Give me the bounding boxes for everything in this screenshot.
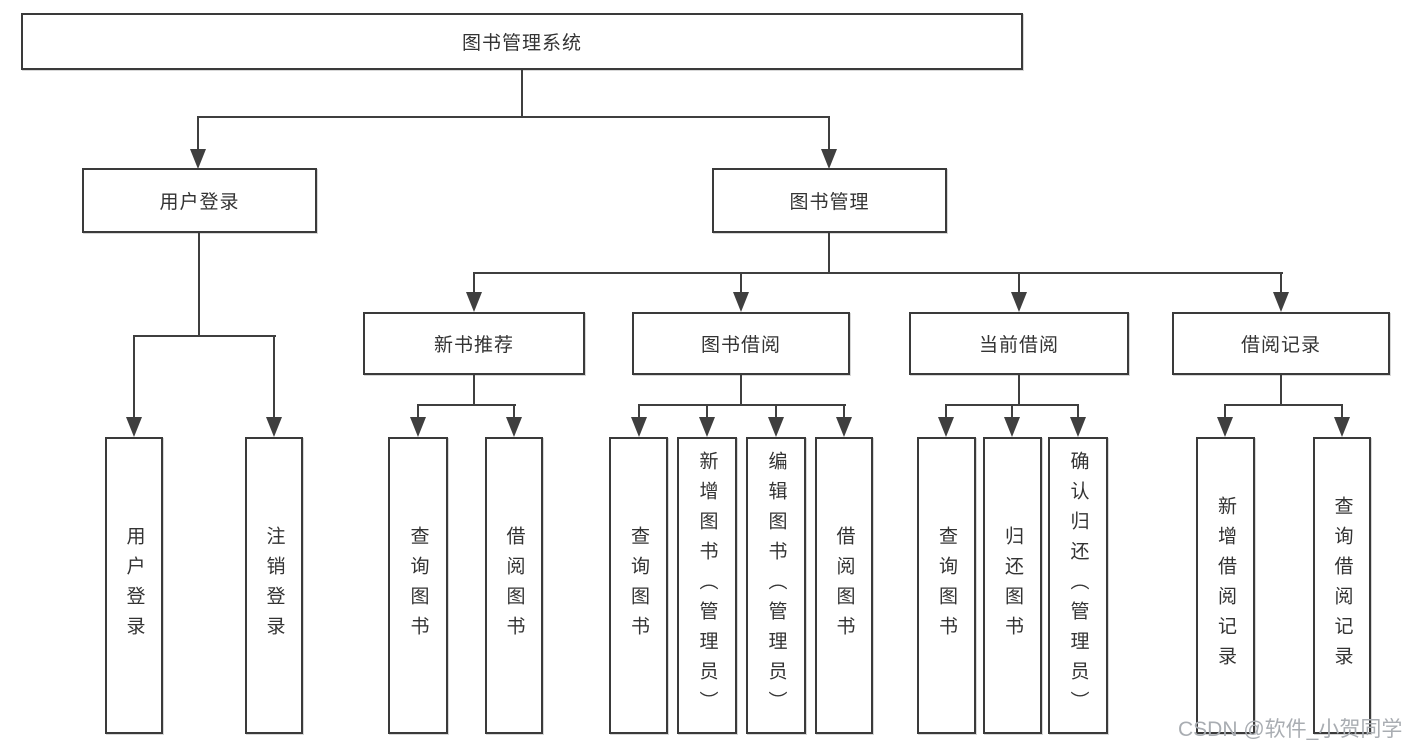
connector-line: [1280, 375, 1282, 406]
node-borrow-records: 借阅记录: [1172, 312, 1390, 375]
node-current-borrow: 当前借阅: [909, 312, 1129, 375]
leaf-return-books: 归还图书: [983, 437, 1042, 734]
connector-line: [775, 404, 777, 419]
connector-line: [417, 404, 419, 419]
arrow-down-icon: [938, 417, 954, 437]
arrow-down-icon: [410, 417, 426, 437]
connector-line: [133, 335, 276, 337]
leaf-user-login: 用户登录: [105, 437, 163, 734]
connector-line: [198, 233, 200, 337]
node-label: 归还图书: [1002, 525, 1023, 646]
node-label: 图书管理: [789, 192, 870, 213]
arrow-down-icon: [126, 417, 142, 437]
leaf-confirm-return-admin: 确认归还（管理员）: [1048, 437, 1108, 734]
node-book-management: 图书管理: [712, 168, 947, 233]
connector-line: [197, 116, 199, 151]
arrow-down-icon: [836, 417, 852, 437]
node-library-system: 图书管理系统: [21, 13, 1023, 70]
connector-line: [1018, 375, 1020, 406]
connector-line: [273, 335, 275, 419]
arrow-down-icon: [506, 417, 522, 437]
connector-line: [473, 272, 1283, 274]
node-label: 注销登录: [263, 525, 285, 646]
connector-line: [1011, 404, 1013, 419]
leaf-borrow-books-recommend: 借阅图书: [485, 437, 543, 734]
connector-line: [513, 404, 515, 419]
node-label: 借阅图书: [503, 525, 525, 646]
node-new-book-recommend: 新书推荐: [363, 312, 585, 375]
connector-line: [1224, 404, 1343, 406]
arrow-down-icon: [699, 417, 715, 437]
arrow-down-icon: [466, 292, 482, 312]
node-label: 用户登录: [123, 525, 145, 646]
node-label: 新书推荐: [433, 335, 514, 356]
node-label: 图书管理系统: [461, 33, 582, 54]
node-label: 借阅图书: [833, 525, 855, 646]
leaf-query-books-current: 查询图书: [917, 437, 976, 734]
leaf-borrow-books: 借阅图书: [815, 437, 873, 734]
arrow-down-icon: [821, 149, 837, 169]
connector-line: [638, 404, 846, 406]
node-label: 用户登录: [159, 192, 240, 213]
leaf-query-books-recommend: 查询图书: [388, 437, 448, 734]
connector-line: [417, 404, 516, 406]
arrow-down-icon: [768, 417, 784, 437]
connector-line: [1224, 404, 1226, 419]
node-label: 确认归还（管理员）: [1067, 450, 1089, 721]
leaf-add-borrow-record: 新增借阅记录: [1196, 437, 1255, 734]
connector-line: [706, 404, 708, 419]
connector-line: [197, 116, 830, 118]
connector-line: [1341, 404, 1343, 419]
node-label: 当前借阅: [978, 335, 1059, 356]
node-label: 查询图书: [936, 525, 957, 646]
leaf-query-borrow-record: 查询借阅记录: [1313, 437, 1371, 734]
arrow-down-icon: [1273, 292, 1289, 312]
leaf-add-book-admin: 新增图书（管理员）: [677, 437, 737, 734]
node-book-borrow: 图书借阅: [632, 312, 850, 375]
arrow-down-icon: [1004, 417, 1020, 437]
node-label: 查询图书: [628, 525, 649, 646]
arrow-down-icon: [1011, 292, 1027, 312]
node-label: 新增借阅记录: [1215, 495, 1236, 676]
arrow-down-icon: [266, 417, 282, 437]
connector-line: [473, 272, 475, 296]
connector-line: [1077, 404, 1079, 419]
node-label: 查询借阅记录: [1331, 495, 1353, 676]
arrow-down-icon: [1217, 417, 1233, 437]
node-label: 新增图书（管理员）: [696, 450, 718, 721]
connector-line: [740, 375, 742, 406]
arrow-down-icon: [1070, 417, 1086, 437]
arrow-down-icon: [190, 149, 206, 169]
arrow-down-icon: [1334, 417, 1350, 437]
connector-line: [521, 70, 523, 118]
connector-line: [473, 375, 475, 406]
csdn-watermark: CSDN @软件_小贺同学: [1178, 718, 1403, 741]
connector-line: [1018, 272, 1020, 296]
node-label: 图书借阅: [700, 335, 781, 356]
node-label: 查询图书: [407, 525, 429, 646]
connector-line: [638, 404, 640, 419]
connector-line: [740, 272, 742, 296]
node-label: 编辑图书（管理员）: [765, 450, 787, 721]
connector-line: [945, 404, 947, 419]
connector-line: [828, 116, 830, 151]
node-label: 借阅记录: [1240, 335, 1321, 356]
leaf-logout: 注销登录: [245, 437, 303, 734]
connector-line: [843, 404, 845, 419]
connector-line: [133, 335, 135, 419]
node-user-login: 用户登录: [82, 168, 317, 233]
arrow-down-icon: [631, 417, 647, 437]
leaf-edit-book-admin: 编辑图书（管理员）: [746, 437, 806, 734]
arrow-down-icon: [733, 292, 749, 312]
connector-line: [1280, 272, 1282, 296]
leaf-query-books-borrow: 查询图书: [609, 437, 668, 734]
connector-line: [828, 233, 830, 274]
